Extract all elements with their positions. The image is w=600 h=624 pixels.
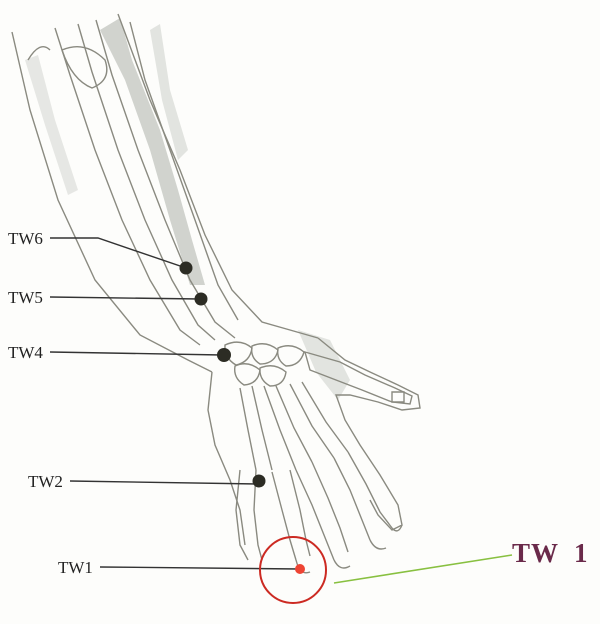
point-labels: TW6 TW5 TW4 TW2 TW1 xyxy=(8,229,93,577)
tw6-leader xyxy=(50,237,187,269)
tw4-label: TW4 xyxy=(8,343,43,362)
tw1-leader xyxy=(99,566,301,570)
tw5-leader xyxy=(49,296,201,300)
tw4-point xyxy=(217,348,231,362)
acupoints xyxy=(179,261,305,574)
tw6-point xyxy=(179,261,193,275)
tw4-leader xyxy=(49,351,223,356)
tw1-highlight-ring xyxy=(259,536,327,604)
hand-outline xyxy=(207,337,421,574)
tw6-label: TW6 xyxy=(8,229,43,248)
leader-lines xyxy=(49,237,301,570)
highlight-connector xyxy=(333,554,513,584)
tw2-leader xyxy=(69,480,259,485)
tw2-label: TW2 xyxy=(28,472,63,491)
tw1-point xyxy=(295,564,305,574)
tw2-point xyxy=(252,474,266,488)
arm-shading xyxy=(25,18,350,400)
tw1-label: TW1 xyxy=(58,558,93,577)
highlight-label: TW 1 xyxy=(512,538,589,568)
forearm-outline xyxy=(11,13,319,373)
tw5-label: TW5 xyxy=(8,288,43,307)
tw5-point xyxy=(194,292,208,306)
